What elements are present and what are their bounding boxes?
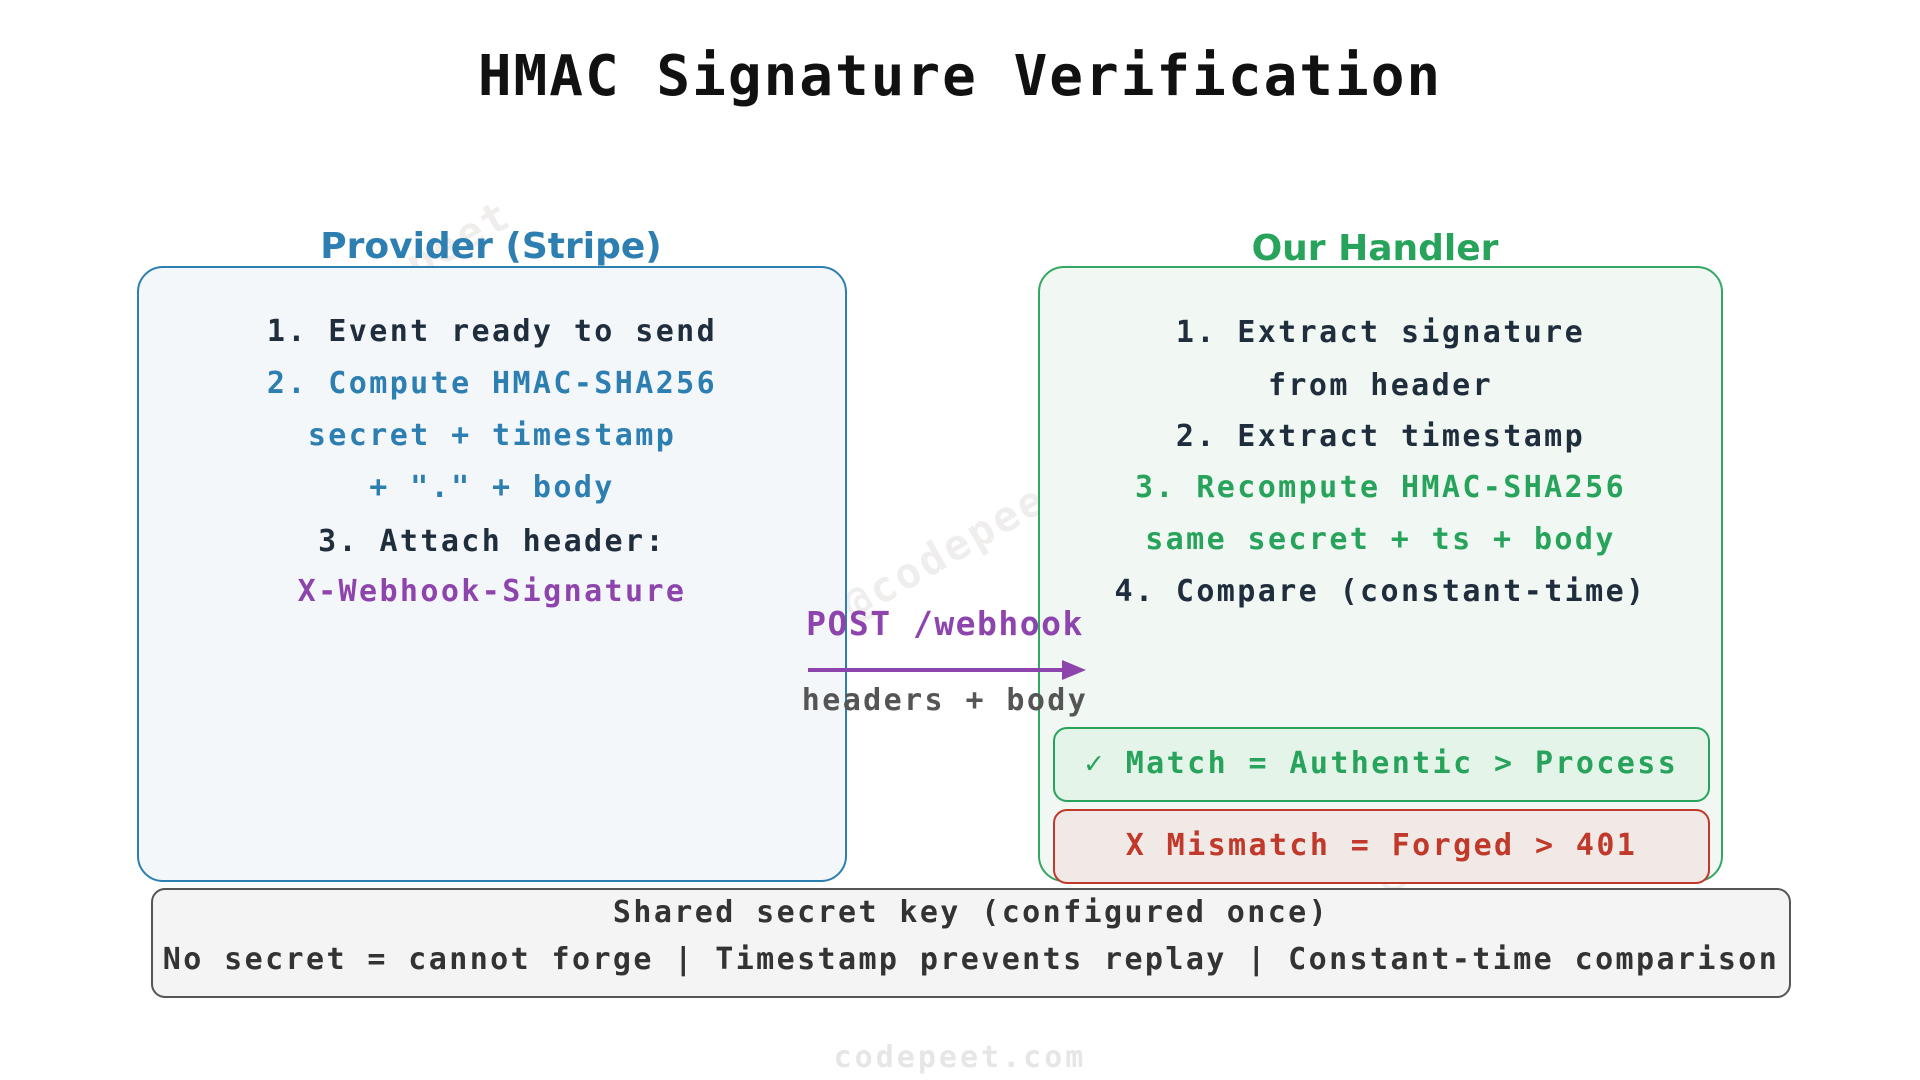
diagram-title: HMAC Signature Verification xyxy=(477,44,1443,109)
provider-step-3: 3. Attach header: xyxy=(318,524,666,559)
handler-title: Our Handler xyxy=(1251,228,1499,269)
provider-title: Provider (Stripe) xyxy=(320,226,662,267)
handler-step-1: 1. Extract signature xyxy=(1175,315,1586,350)
handler-step-1-detail: from header xyxy=(1267,368,1494,403)
arrow-label: POST /webhook xyxy=(806,604,1084,643)
provider-step-2-detail-a: secret + timestamp xyxy=(307,418,677,453)
provider-step-1: 1. Event ready to send xyxy=(266,314,718,349)
handler-step-3-detail: same secret + ts + body xyxy=(1145,522,1616,557)
shared-secret-box xyxy=(151,888,1791,998)
handler-step-4: 4. Compare (constant-time) xyxy=(1114,574,1647,609)
match-result: ✓ Match = Authentic > Process xyxy=(1053,727,1710,802)
provider-step-2-detail-b: + "." + body xyxy=(369,470,615,505)
handler-step-3: 3. Recompute HMAC-SHA256 xyxy=(1134,470,1627,505)
security-notes: No secret = cannot forge | Timestamp pre… xyxy=(162,942,1780,977)
provider-header-name: X-Webhook-Signature xyxy=(297,574,687,609)
mismatch-result: X Mismatch = Forged > 401 xyxy=(1053,809,1710,884)
handler-step-2: 2. Extract timestamp xyxy=(1175,419,1586,454)
provider-box xyxy=(137,266,847,882)
site-watermark: codepeet.com xyxy=(833,1040,1087,1075)
arrow-sublabel: headers + body xyxy=(801,683,1089,718)
request-arrow xyxy=(808,660,1086,680)
provider-step-2: 2. Compute HMAC-SHA256 xyxy=(266,366,718,401)
shared-secret-title: Shared secret key (configured once) xyxy=(612,895,1330,930)
